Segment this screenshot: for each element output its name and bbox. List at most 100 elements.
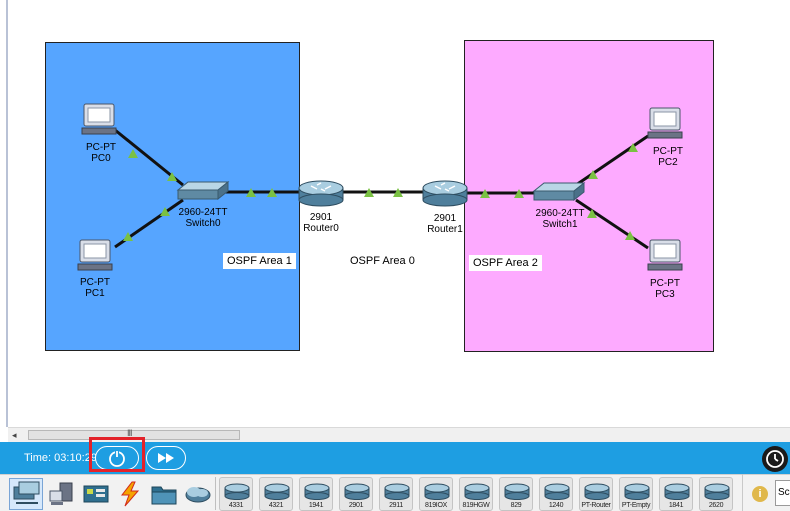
link-up-indicator [480, 189, 490, 198]
pc1-type: PC-PT [80, 277, 110, 288]
link-status-indicators [123, 143, 638, 241]
scroll-left-arrow[interactable]: ◂ [12, 430, 17, 440]
device-search-input[interactable]: Sc [775, 480, 790, 506]
cable-switch1-pc2 [575, 134, 649, 187]
device-model-tile[interactable]: PT-Router [579, 477, 613, 511]
topology-canvas [77, 103, 683, 271]
router1-type: 2901 [433, 213, 457, 224]
router-icon [224, 483, 250, 500]
device-model-label: 829 [510, 502, 522, 509]
multiuser-category[interactable] [184, 481, 212, 507]
device-model-label: 819IOX [425, 502, 447, 509]
router-icon [664, 483, 690, 500]
device-model-tile[interactable]: 1841 [659, 477, 693, 511]
pc3-type: PC-PT [650, 278, 680, 289]
link-up-indicator [167, 172, 177, 181]
ospf-area-2-note[interactable]: OSPF Area 2 [469, 255, 542, 271]
pc1-icon [77, 239, 113, 271]
switch1-label[interactable]: 2960-24TT Switch1 [536, 208, 585, 230]
router0-label[interactable]: 2901 Router0 [303, 212, 339, 234]
pc2-type: PC-PT [653, 146, 683, 157]
pc2-name: PC2 [658, 157, 678, 168]
link-up-indicator [588, 170, 598, 179]
end-devices-category[interactable] [48, 481, 76, 507]
device-model-label: PT-Empty [621, 502, 651, 509]
cable-switch1-pc3 [575, 198, 649, 250]
connections-category[interactable] [116, 481, 144, 507]
device-model-tile[interactable]: 4321 [259, 477, 293, 511]
device-model-label: 4321 [268, 502, 284, 509]
info-icon[interactable]: i [752, 486, 768, 502]
switch0-name: Switch0 [185, 218, 221, 229]
device-model-tile[interactable]: 4331 [219, 477, 253, 511]
pc0-icon [81, 103, 117, 135]
miscellaneous-category[interactable] [150, 481, 178, 507]
switch1-name: Switch1 [542, 219, 578, 230]
pc1-label[interactable]: PC-PT PC1 [80, 277, 110, 299]
device-model-label: 2911 [389, 502, 403, 509]
router0-type: 2901 [309, 212, 333, 223]
ospf-area-0-note[interactable]: OSPF Area 0 [346, 253, 419, 269]
router-icon [264, 483, 290, 500]
link-up-indicator [625, 231, 635, 240]
device-model-label: PT-Router [581, 502, 611, 509]
pc3-name: PC3 [655, 289, 675, 300]
pc0-type: PC-PT [86, 142, 116, 153]
network-devices-category[interactable] [9, 478, 43, 510]
pc0-label[interactable]: PC-PT PC0 [86, 142, 116, 164]
device-model-tile[interactable]: 1240 [539, 477, 573, 511]
switch1-icon [532, 181, 586, 202]
device-model-tile[interactable]: 1941 [299, 477, 333, 511]
switch0-icon [176, 180, 230, 201]
end-devices-icon [49, 482, 73, 505]
link-up-indicator [587, 209, 597, 218]
router-icon [584, 483, 610, 500]
realtime-mode-button[interactable] [762, 446, 788, 472]
clock-icon [766, 450, 784, 468]
workspace-left-border [0, 0, 8, 427]
pc0-name: PC0 [91, 153, 111, 164]
time-display: Time: 03:10:29 [24, 452, 97, 464]
router-icon [304, 483, 330, 500]
device-model-tile[interactable]: PT-Empty [619, 477, 653, 511]
pc3-label[interactable]: PC-PT PC3 [650, 278, 680, 300]
router0-name: Router0 [303, 223, 339, 234]
ospf-area-1-region[interactable] [45, 42, 300, 351]
device-model-tile[interactable]: 819IOX [419, 477, 453, 511]
link-up-indicator [128, 149, 138, 158]
link-up-indicator [160, 207, 170, 216]
device-model-label: 1240 [548, 502, 564, 509]
router1-label[interactable]: 2901 Router1 [427, 213, 463, 235]
miscellaneous-icon [151, 486, 177, 505]
components-category[interactable] [82, 481, 110, 507]
device-model-label: 819HGW [462, 502, 490, 509]
device-model-tile[interactable]: 2901 [339, 477, 373, 511]
link-up-indicator [393, 188, 403, 197]
device-model-tile[interactable]: 2620 [699, 477, 733, 511]
toolbar-right-separator [742, 474, 743, 511]
switch0-type: 2960-24TT [178, 207, 228, 218]
logical-workspace[interactable]: PC-PT PC0 PC-PT PC1 PC-PT PC2 PC-PT PC3 … [0, 0, 790, 427]
fast-forward-time-button[interactable] [146, 446, 186, 470]
device-model-tile[interactable]: 2911 [379, 477, 413, 511]
pc3-icon [647, 239, 683, 271]
ospf-area-1-note[interactable]: OSPF Area 1 [223, 253, 296, 269]
connections-icon [120, 481, 140, 507]
link-up-indicator [123, 232, 133, 241]
switch0-label[interactable]: 2960-24TT Switch0 [179, 207, 228, 229]
pc1-name: PC1 [85, 288, 105, 299]
power-cycle-icon [109, 450, 125, 467]
router1-icon [422, 180, 468, 207]
router0-icon [298, 180, 344, 207]
router-icon [384, 483, 410, 500]
pc2-label[interactable]: PC-PT PC2 [653, 146, 683, 168]
device-model-tile[interactable]: 819HGW [459, 477, 493, 511]
device-model-tile[interactable]: 829 [499, 477, 533, 511]
pc2-icon [647, 107, 683, 139]
link-up-indicator [514, 189, 524, 198]
device-model-label: 2901 [348, 502, 364, 509]
ospf-area-2-region[interactable] [464, 40, 714, 352]
device-model-label: 1841 [668, 502, 684, 509]
device-type-toolbar: 4331 4321 1941 2901 2911 819IOX 819HGW 829 1240 P… [0, 474, 790, 511]
